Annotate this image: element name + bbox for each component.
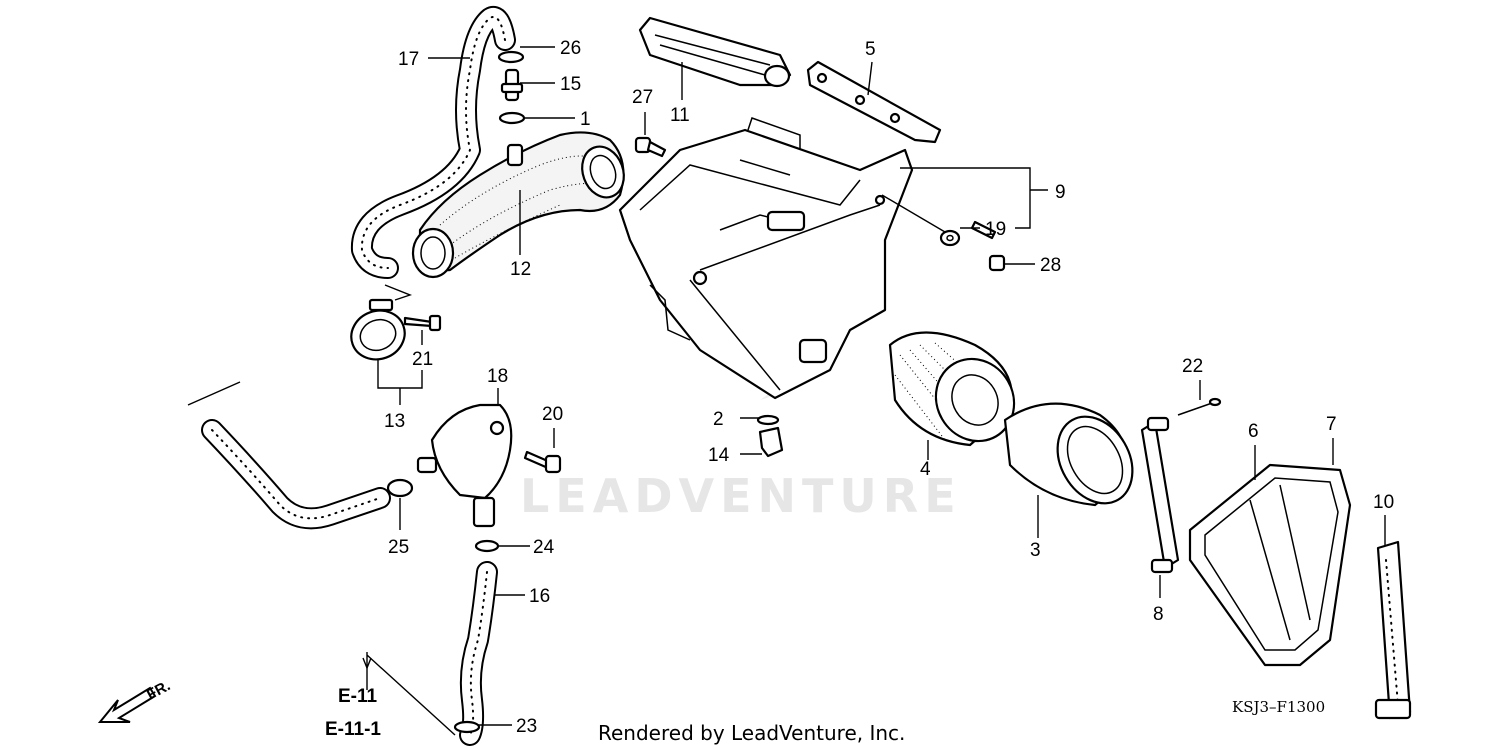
front-indicator: FR. — [97, 677, 173, 723]
part-7-cover-outer[interactable] — [1188, 463, 1352, 667]
part-25-hose[interactable] — [201, 419, 414, 530]
part-18-separator[interactable] — [416, 403, 513, 528]
part-24-clip[interactable] — [474, 539, 500, 553]
callout-18[interactable]: 18 — [487, 366, 508, 387]
part-21-screw[interactable] — [403, 314, 442, 332]
callout-28[interactable]: 28 — [1040, 255, 1061, 276]
callout-5[interactable]: 5 — [865, 39, 876, 60]
arrow-left-down-icon — [97, 686, 157, 723]
callout-20[interactable]: 20 — [542, 404, 563, 425]
part-15-fitting[interactable] — [500, 68, 524, 102]
part-14-drain-plug[interactable] — [758, 426, 784, 458]
part-11-intake-cover[interactable] — [638, 16, 792, 88]
reference-e-11-1[interactable]: E-11-1 — [325, 719, 381, 740]
callout-8[interactable]: 8 — [1153, 604, 1164, 625]
callout-16[interactable]: 16 — [529, 586, 550, 607]
part-2-clip[interactable] — [756, 414, 780, 426]
part-17-breather-hose[interactable] — [350, 6, 516, 279]
callout-10[interactable]: 10 — [1373, 492, 1394, 513]
part-28-bolt[interactable] — [970, 220, 1006, 272]
part-6-cover-inner[interactable] — [1204, 477, 1339, 651]
watermark-text: LEADVENTURE — [520, 469, 962, 523]
part-1-clip[interactable] — [498, 111, 526, 125]
part-22-pin[interactable] — [1177, 397, 1222, 416]
callout-25[interactable]: 25 — [388, 537, 409, 558]
part-19-washer[interactable] — [939, 229, 961, 247]
callout-26[interactable]: 26 — [560, 38, 581, 59]
part-5-bracket[interactable] — [806, 60, 942, 144]
callout-labels: 17 26 15 1 12 11 5 27 9 19 28 2 14 4 3 2… — [384, 38, 1394, 737]
rendered-by-credit: Rendered by LeadVenture, Inc. — [598, 721, 905, 745]
callout-27[interactable]: 27 — [632, 87, 653, 108]
callout-23[interactable]: 23 — [516, 716, 537, 737]
reference-e-11[interactable]: E-11 — [338, 686, 378, 707]
callout-3[interactable]: 3 — [1030, 540, 1041, 561]
part-26-clip[interactable] — [497, 50, 525, 64]
part-4-filter-element[interactable] — [888, 331, 1029, 456]
callout-12[interactable]: 12 — [510, 259, 531, 280]
part-13-band[interactable] — [344, 298, 411, 367]
callout-13[interactable]: 13 — [384, 411, 405, 432]
callout-22[interactable]: 22 — [1182, 356, 1203, 377]
part-16-hose[interactable] — [459, 561, 498, 746]
leader-lines — [187, 46, 1386, 736]
callout-14[interactable]: 14 — [708, 445, 730, 466]
callout-9[interactable]: 9 — [1055, 182, 1066, 203]
part-27-bolt[interactable] — [634, 136, 667, 158]
callout-17[interactable]: 17 — [398, 49, 419, 70]
diagram-code: KSJ3–F1300 — [1232, 698, 1325, 716]
callout-2[interactable]: 2 — [713, 409, 724, 430]
part-3-foam-filter[interactable] — [1003, 402, 1147, 517]
callout-21[interactable]: 21 — [412, 349, 433, 370]
part-10-strap[interactable] — [1374, 540, 1412, 720]
callout-11[interactable]: 11 — [670, 105, 690, 126]
part-9-air-cleaner-case[interactable] — [618, 117, 914, 400]
callout-1[interactable]: 1 — [580, 109, 591, 130]
callout-24[interactable]: 24 — [533, 537, 555, 558]
reference-labels: E-11 E-11-1 — [325, 686, 381, 740]
callout-15[interactable]: 15 — [560, 74, 581, 95]
part-23-clip[interactable] — [453, 720, 481, 734]
callout-19[interactable]: 19 — [985, 219, 1006, 240]
callout-7[interactable]: 7 — [1326, 414, 1337, 435]
part-8-strap[interactable] — [1140, 416, 1180, 574]
callout-4[interactable]: 4 — [920, 459, 931, 480]
callout-6[interactable]: 6 — [1248, 421, 1259, 442]
part-20-bolt[interactable] — [523, 450, 562, 474]
part-12-intake-duct[interactable] — [411, 131, 631, 279]
